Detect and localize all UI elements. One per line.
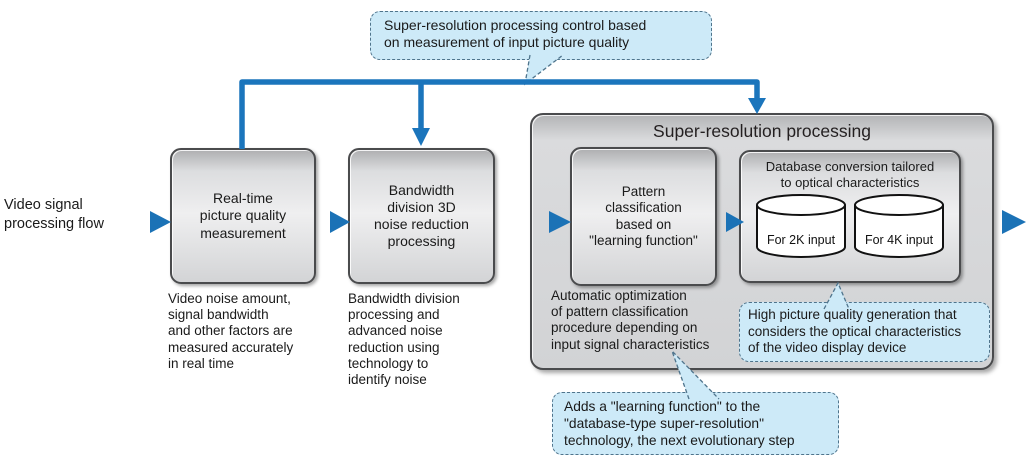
database-4k-cylinder: For 4K input	[853, 193, 945, 261]
cylinder-top-icon	[756, 194, 846, 217]
realtime-measurement-note: Video noise amount, signal bandwidth and…	[168, 291, 294, 371]
database-conversion-box: Database conversion tailored to optical …	[739, 150, 961, 283]
output-arrow-head-icon	[1002, 210, 1026, 234]
cylinder-body-icon	[756, 205, 846, 259]
database-2k-label: For 2K input	[766, 232, 836, 247]
noise-reduction-box: Bandwidth division 3D noise reduction pr…	[348, 148, 495, 284]
high-quality-callout: High picture quality generation that con…	[739, 302, 990, 362]
database-cylinders-row: For 2K input For 4K input	[755, 193, 945, 261]
pattern-classification-box: Pattern classification based on "learnin…	[570, 147, 717, 286]
arrow-box1-box2-head-icon	[330, 211, 350, 233]
super-resolution-title: Super-resolution processing	[653, 121, 871, 141]
cylinder-top-icon	[854, 194, 944, 217]
database-4k-label: For 4K input	[864, 232, 934, 247]
pattern-classification-note: Automatic optimization of pattern classi…	[551, 288, 710, 352]
feedback-arrowhead-container-icon	[748, 98, 766, 114]
input-arrow-head-icon	[150, 211, 171, 233]
feedback-arrowhead-box2-icon	[412, 128, 430, 146]
database-conversion-title: Database conversion tailored to optical …	[765, 159, 935, 190]
learning-callout: Adds a "learning function" to the "datab…	[552, 392, 839, 455]
control-callout: Super-resolution processing control base…	[370, 11, 712, 60]
database-2k-cylinder: For 2K input	[755, 193, 847, 261]
noise-reduction-note: Bandwidth division processing and advanc…	[348, 291, 460, 387]
realtime-measurement-box: Real-time picture quality measurement	[170, 148, 316, 284]
cylinder-body-icon	[854, 205, 944, 259]
video-signal-flow-label: Video signal processing flow	[4, 197, 104, 232]
